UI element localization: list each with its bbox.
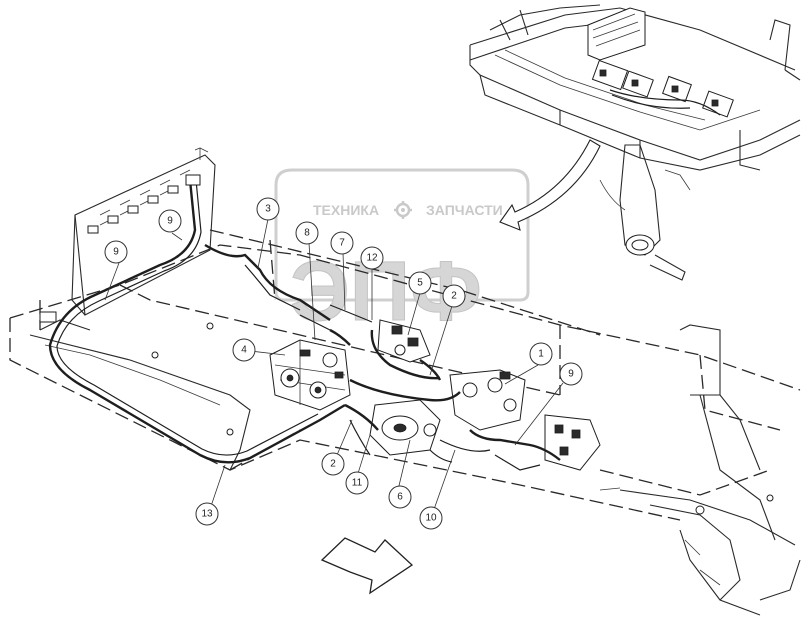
callout-9: 9: [158, 209, 182, 233]
svg-text:8: 8: [304, 228, 310, 239]
svg-text:9: 9: [113, 247, 119, 258]
right-frame: [599, 324, 801, 616]
pump-valve-assembly: [269, 304, 601, 471]
watermark-text-left: ТЕХНИКА: [313, 202, 379, 218]
svg-text:1: 1: [538, 349, 544, 360]
callout-12: 12: [360, 246, 384, 270]
callout-7: 7: [330, 231, 354, 255]
watermark-text-right: ЗАПЧАСТИ: [426, 202, 503, 218]
svg-text:11: 11: [352, 478, 363, 489]
watermark: ТЕХНИКА ЗАПЧАСТИ ЭПФ: [274, 168, 530, 339]
svg-text:9: 9: [167, 216, 173, 227]
curved-arrow-icon: [499, 139, 601, 231]
svg-text:12: 12: [366, 253, 378, 264]
hose-loop: [48, 174, 346, 464]
callout-2: 2: [321, 452, 345, 476]
callout-1: 1: [529, 342, 553, 366]
svg-text:6: 6: [397, 492, 403, 503]
callout-11: 11: [345, 471, 369, 495]
callouts: 1 2 2 3 4 5 6 7 8 9 9 9 10 11 12 13: [104, 197, 583, 530]
svg-text:2: 2: [330, 459, 336, 470]
svg-text:4: 4: [241, 345, 247, 356]
callout-9: 9: [559, 362, 583, 386]
forward-arrow-icon: [320, 537, 414, 595]
callout-2: 2: [442, 284, 466, 308]
svg-text:2: 2: [451, 291, 457, 302]
svg-text:13: 13: [201, 509, 213, 520]
svg-text:3: 3: [265, 204, 271, 215]
callout-5: 5: [408, 271, 432, 295]
frame-body: [29, 311, 251, 471]
callout-3: 3: [256, 197, 280, 221]
gear-icon: [394, 201, 412, 219]
callout-8: 8: [295, 221, 319, 245]
callout-9: 9: [104, 240, 128, 264]
callout-4: 4: [232, 338, 256, 362]
frame-detail-view: [469, 4, 801, 281]
svg-text:5: 5: [417, 278, 423, 289]
callout-10: 10: [419, 506, 443, 530]
callout-6: 6: [388, 485, 412, 509]
svg-text:7: 7: [339, 238, 345, 249]
frame-phantom-lines: [9, 229, 801, 521]
callout-13: 13: [195, 502, 219, 526]
svg-text:9: 9: [568, 369, 574, 380]
svg-text:10: 10: [425, 513, 437, 524]
